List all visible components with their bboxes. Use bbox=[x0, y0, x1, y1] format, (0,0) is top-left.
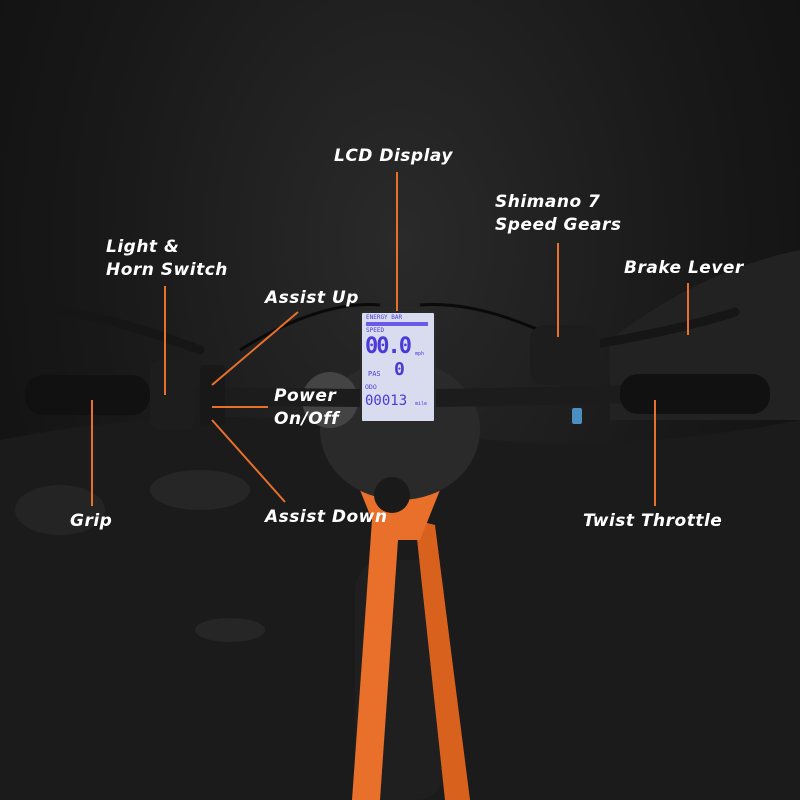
pas-value: 0 bbox=[394, 359, 405, 380]
right-brake-lever bbox=[585, 307, 740, 350]
shifter bbox=[530, 325, 600, 385]
callout-text: Shimano 7 bbox=[495, 192, 601, 212]
callout-text: Power bbox=[274, 386, 337, 406]
callout-text: On/Off bbox=[274, 409, 340, 429]
callout-assist-up: Assist Up bbox=[265, 288, 359, 308]
odo-unit: mile bbox=[415, 401, 428, 407]
speed-label: SPEED bbox=[366, 327, 385, 334]
energy-bar-label: ENERGY BAR bbox=[366, 314, 403, 321]
stem-bolt bbox=[374, 477, 410, 513]
callout-assist-down: Assist Down bbox=[265, 507, 388, 527]
fork-left bbox=[352, 520, 398, 800]
callout-grip: Grip bbox=[70, 511, 113, 531]
light-horn-switch bbox=[150, 360, 195, 430]
left-grip bbox=[25, 375, 150, 415]
callout-light-horn-switch: Light & Horn Switch bbox=[106, 236, 228, 282]
callout-lcd-display: LCD Display bbox=[334, 146, 453, 166]
callout-power-on-off: Power On/Off bbox=[274, 385, 339, 431]
right-grip bbox=[620, 374, 770, 414]
callout-text: Speed Gears bbox=[495, 215, 622, 235]
rock bbox=[195, 618, 265, 642]
left-brake-lever bbox=[55, 305, 205, 355]
rock bbox=[15, 485, 105, 535]
callout-brake-lever: Brake Lever bbox=[624, 258, 744, 278]
odo-value: 00013 bbox=[365, 393, 408, 409]
pas-label: PAS bbox=[368, 370, 381, 378]
lcd-screen: ENERGY BAR SPEED 00.0 mph PAS 0 ODO 0001… bbox=[360, 311, 436, 423]
energy-bar bbox=[366, 322, 428, 326]
rock bbox=[150, 470, 250, 510]
fork-right bbox=[415, 520, 470, 800]
callout-lines bbox=[91, 172, 689, 506]
callout-twist-throttle: Twist Throttle bbox=[583, 511, 723, 531]
callout-text: Horn Switch bbox=[106, 260, 228, 280]
speed-unit: mph bbox=[415, 351, 425, 357]
assist-buttons bbox=[200, 365, 225, 425]
cable bbox=[239, 303, 381, 352]
callout-shimano-gears: Shimano 7 Speed Gears bbox=[495, 191, 622, 237]
speed-value: 00.0 bbox=[365, 334, 412, 359]
callout-text: Light & bbox=[106, 237, 180, 257]
shifter-indicator bbox=[572, 408, 582, 424]
odo-label: ODO bbox=[365, 383, 377, 391]
